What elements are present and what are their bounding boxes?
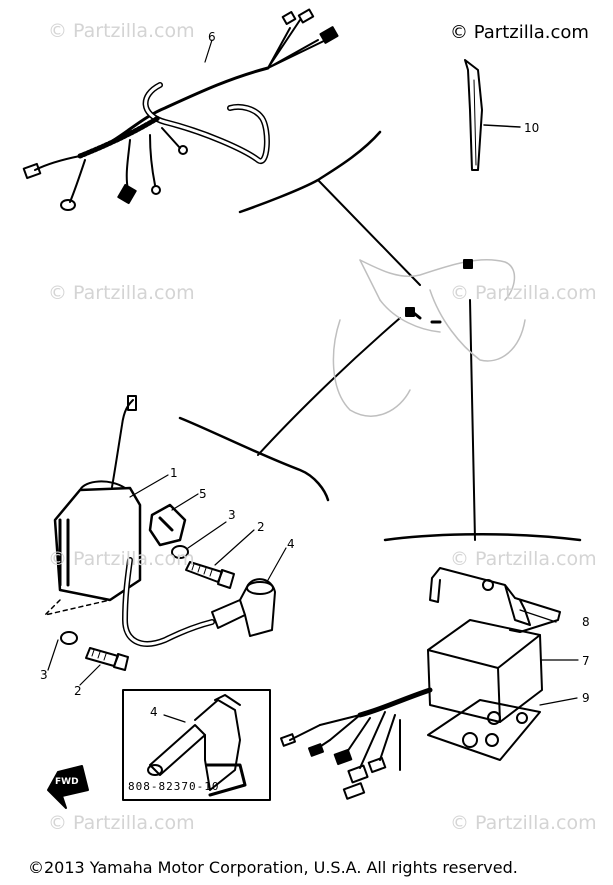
callout-1[interactable]: 1 bbox=[170, 466, 178, 480]
spark-cap-inset bbox=[147, 694, 247, 797]
callout-2-lower[interactable]: 2 bbox=[74, 684, 82, 698]
callout-4-inset[interactable]: 4 bbox=[150, 705, 158, 719]
watermark-4: © Partzilla.com bbox=[48, 548, 195, 570]
motorcycle-outline bbox=[332, 258, 526, 417]
callout-3-upper[interactable]: 3 bbox=[228, 508, 236, 522]
callout-2-upper[interactable]: 2 bbox=[257, 520, 265, 534]
inset-part-code: 808-82370-10 bbox=[128, 780, 220, 793]
cable-tie bbox=[464, 59, 521, 171]
wire-harness bbox=[22, 8, 339, 211]
rubber-pad bbox=[427, 699, 541, 761]
forward-label: FWD bbox=[55, 777, 79, 787]
callout-3-lower[interactable]: 3 bbox=[40, 668, 48, 682]
callout-9[interactable]: 9 bbox=[582, 691, 590, 705]
callout-10[interactable]: 10 bbox=[524, 121, 540, 135]
callout-5[interactable]: 5 bbox=[199, 487, 207, 501]
watermark-7: © Partzilla.com bbox=[450, 812, 597, 834]
mounting-bracket bbox=[429, 567, 561, 633]
grommet-5 bbox=[148, 503, 187, 547]
bolt-upper bbox=[185, 561, 235, 589]
watermark-6: © Partzilla.com bbox=[48, 812, 195, 834]
forward-arrow bbox=[47, 765, 89, 809]
copyright-notice: ©2013 Yamaha Motor Corporation, U.S.A. A… bbox=[28, 858, 518, 877]
inset-box bbox=[122, 689, 271, 801]
bolt-lower bbox=[85, 647, 129, 671]
watermark-3: © Partzilla.com bbox=[450, 282, 597, 304]
callout-7[interactable]: 7 bbox=[582, 654, 590, 668]
washer-upper bbox=[171, 545, 189, 559]
watermark-2: © Partzilla.com bbox=[48, 282, 195, 304]
brand-watermark-top-right: © Partzilla.com bbox=[450, 22, 589, 43]
spark-plug-cap bbox=[211, 578, 276, 637]
callout-6[interactable]: 6 bbox=[208, 30, 216, 44]
regulator-box bbox=[427, 619, 543, 723]
callout-4[interactable]: 4 bbox=[287, 537, 295, 551]
cdi-unit bbox=[44, 395, 215, 647]
watermark-1: © Partzilla.com bbox=[48, 20, 195, 42]
watermark-5: © Partzilla.com bbox=[450, 548, 597, 570]
washer-lower bbox=[60, 631, 78, 645]
callout-8[interactable]: 8 bbox=[582, 615, 590, 629]
